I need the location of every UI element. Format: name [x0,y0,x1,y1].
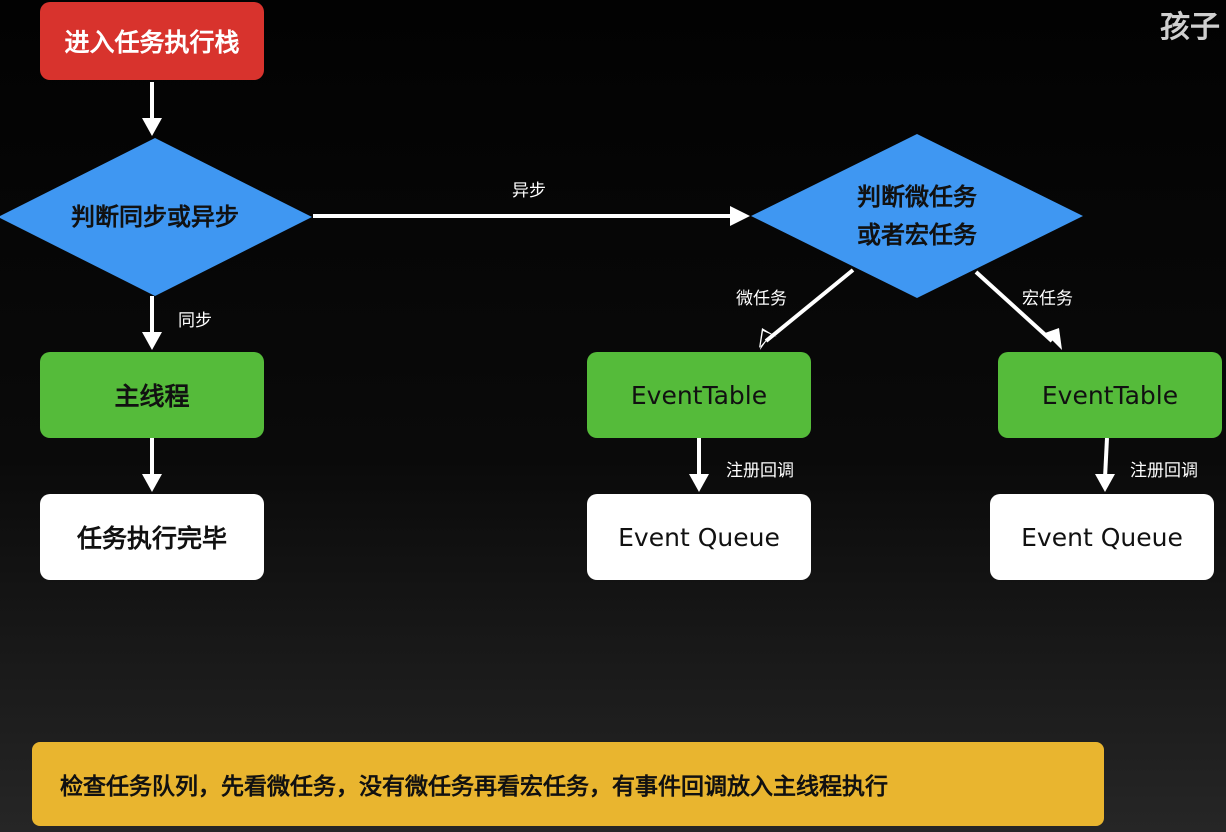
arrow-decision-to-micro-table [764,268,855,343]
watermark-text: 孩子 [1160,10,1220,45]
main-thread-node: 主线程 [40,352,264,438]
footer-note-text: 检查任务队列，先看微任务，没有微任务再看宏任务，有事件回调放入主线程执行 [60,774,888,800]
main-thread-label: 主线程 [114,382,190,411]
decision-micro-macro-diamond [751,134,1083,298]
task-done-label: 任务执行完毕 [76,524,227,553]
edge-label-register-callback-micro: 注册回调 [726,461,794,481]
macro-event-table-node: EventTable [998,352,1222,438]
macro-event-queue-label: Event Queue [1021,522,1183,552]
edge-label-register-callback-macro: 注册回调 [1130,461,1198,481]
start-node: 进入任务执行栈 [40,2,264,80]
decision-sync-async-diamond [0,138,312,296]
edge-label-sync: 同步 [178,311,212,331]
decision-sync-async-label: 判断同步或异步 [71,203,239,231]
edge-label-macro: 宏任务 [1022,289,1073,309]
decision-micro-macro-label-line2: 或者宏任务 [857,221,977,249]
decision-micro-macro-label-line1: 判断微任务 [857,183,977,211]
micro-event-table-node: EventTable [587,352,811,438]
arrow-macro-table-to-queue [1103,437,1109,479]
arrowhead-start-to-decision [142,118,162,136]
edge-label-micro: 微任务 [736,289,787,309]
arrowhead-micro-table-to-queue [689,474,709,492]
arrowhead-main-thread-to-done [142,474,162,492]
micro-event-queue-node: Event Queue [587,494,811,580]
edge-label-async: 异步 [512,181,546,201]
task-done-node: 任务执行完毕 [40,494,264,580]
arrowhead-decision-to-macro-table [1045,328,1062,350]
decision-micro-macro-label: 判断微任务 或者宏任务 [817,178,1017,254]
macro-event-table-label: EventTable [1041,380,1179,410]
micro-event-table-label: EventTable [630,380,768,410]
footer-note: 检查任务队列，先看微任务，没有微任务再看宏任务，有事件回调放入主线程执行 [32,742,1104,826]
arrowhead-macro-table-to-queue [1095,474,1115,492]
arrowhead-sync-to-task-decision [730,206,750,226]
arrowhead-decision-to-main-thread [142,332,162,350]
arrow-decision-to-macro-table [974,270,1054,343]
start-node-label: 进入任务执行栈 [64,28,240,57]
micro-event-queue-label: Event Queue [618,522,780,552]
macro-event-queue-node: Event Queue [990,494,1214,580]
arrowhead-decision-to-micro-table [759,328,777,350]
